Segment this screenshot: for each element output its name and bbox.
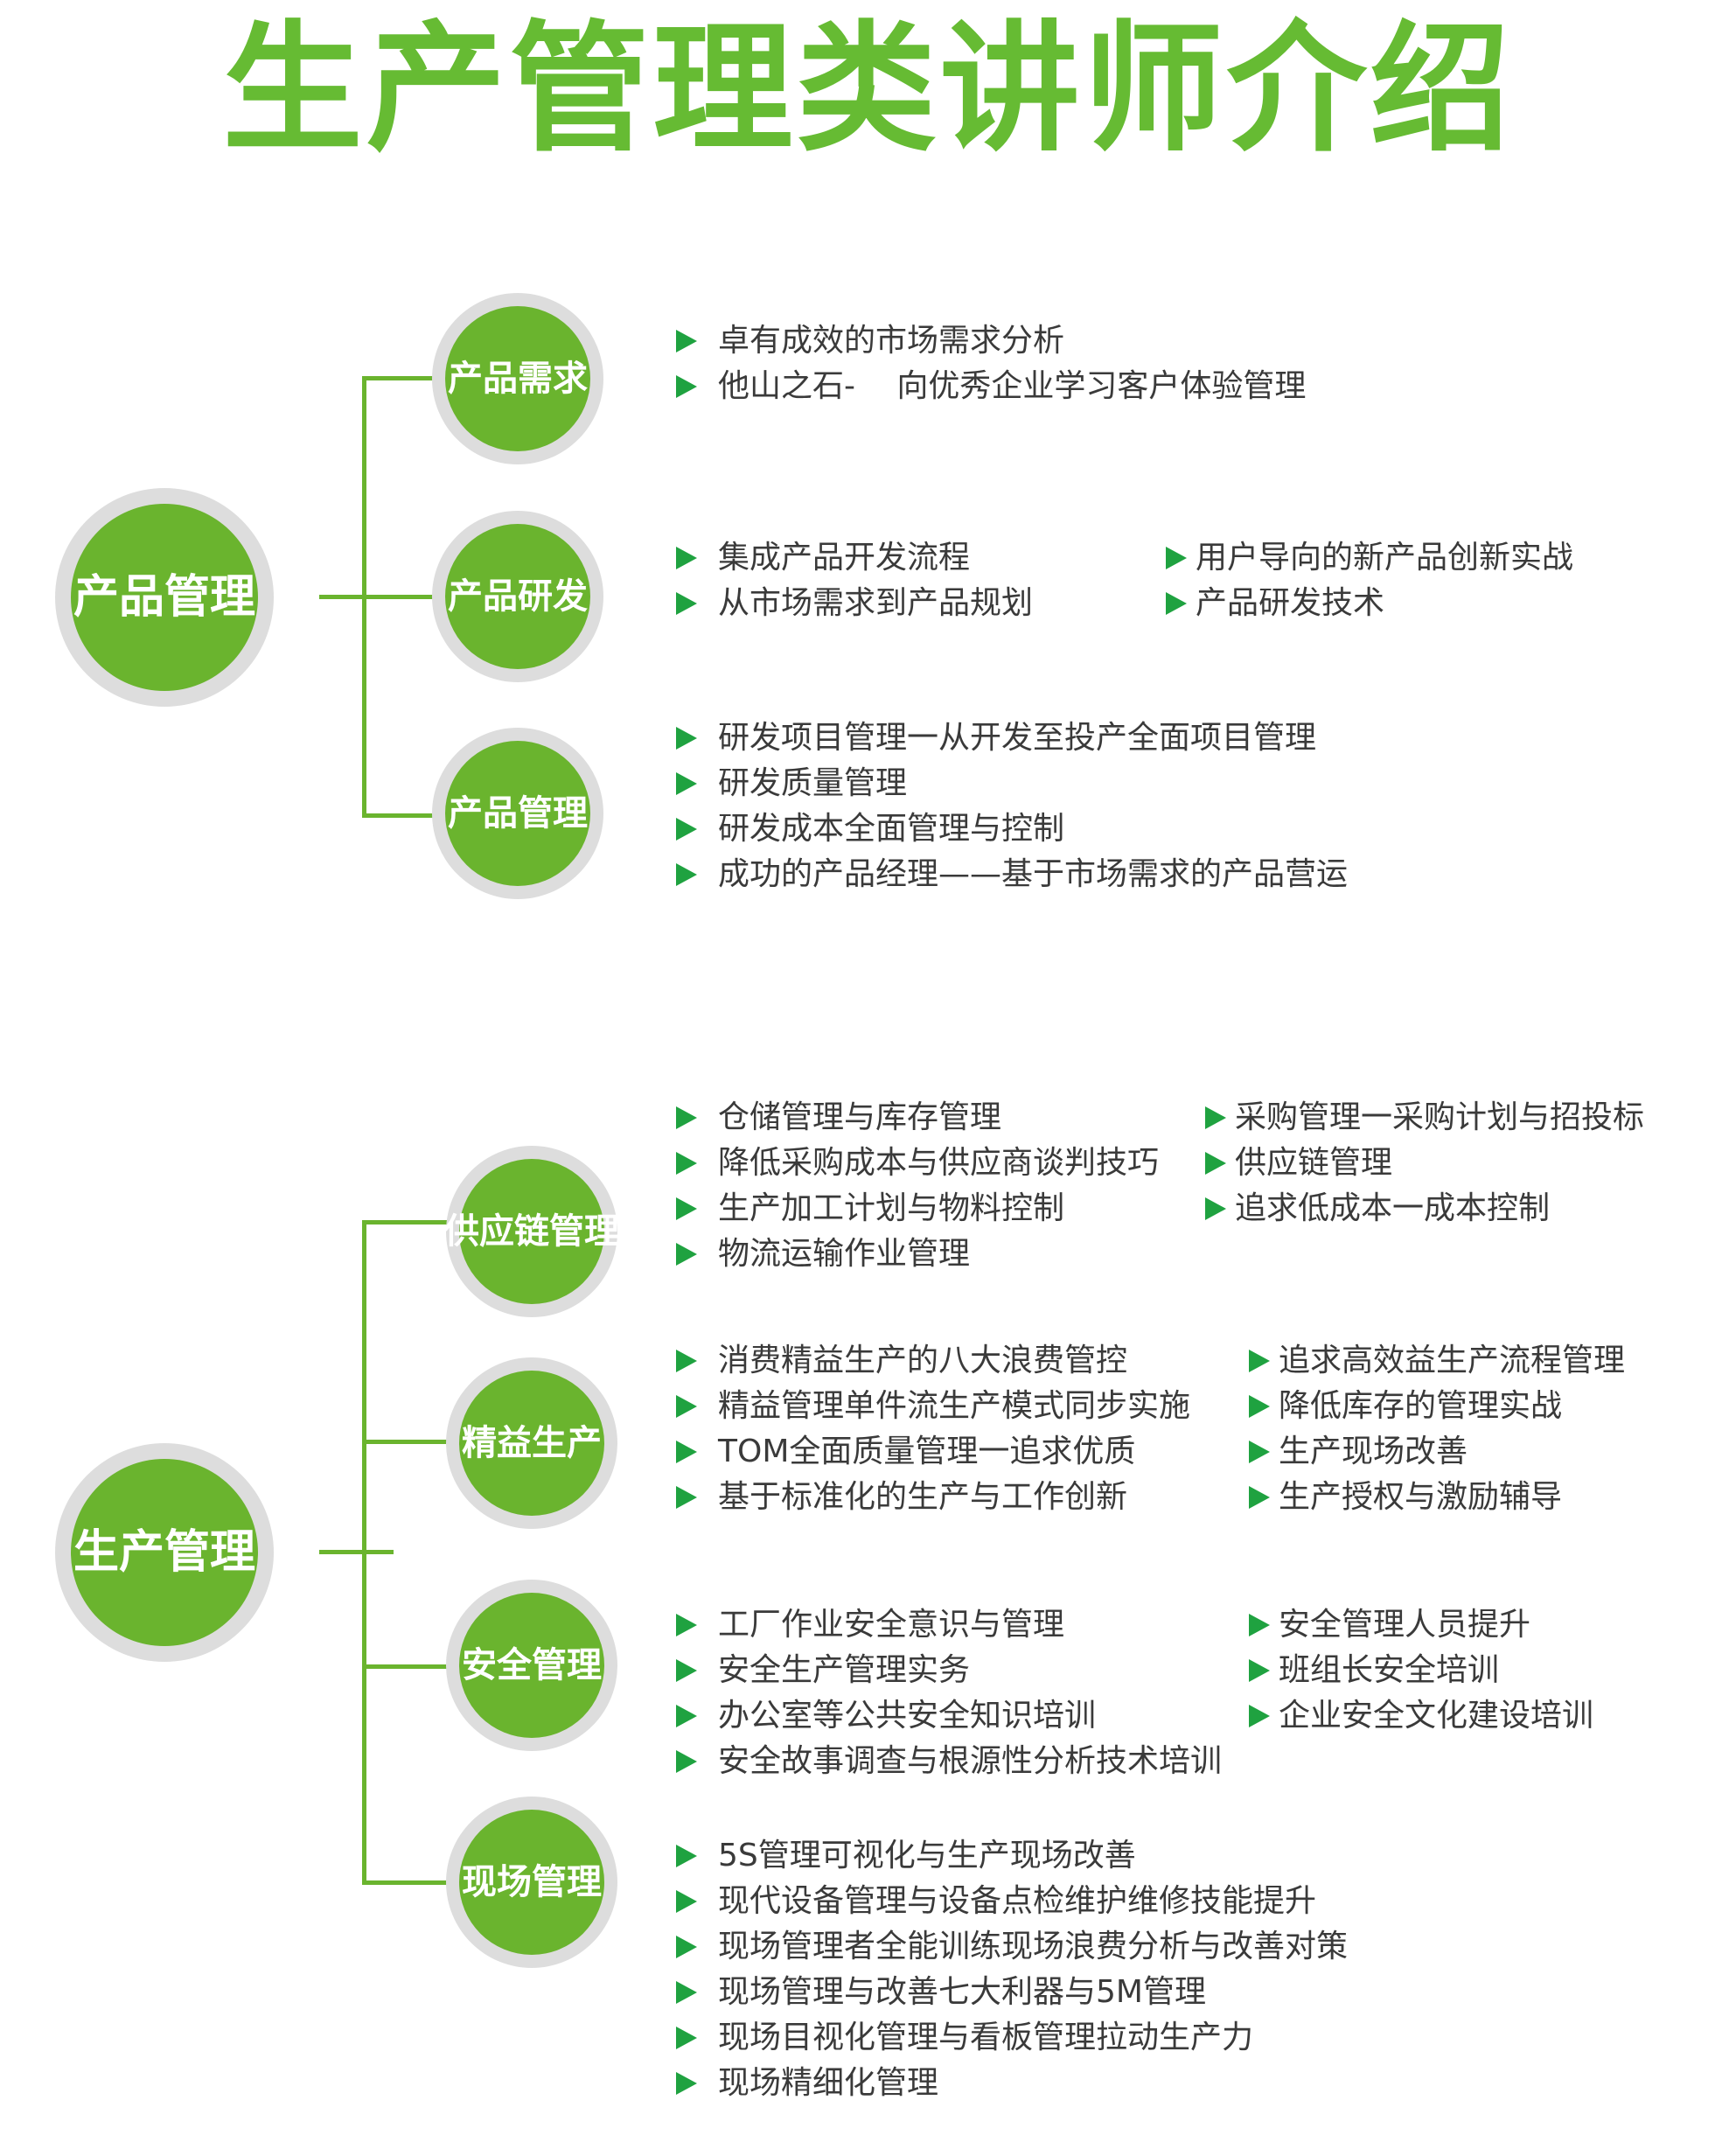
arrow-icon [676, 1705, 697, 1727]
list-item: 集成产品开发流程 [676, 535, 970, 581]
sub-node-product-demand: 产品需求 [432, 293, 603, 464]
arrow-icon [676, 772, 697, 795]
arrow-icon [676, 547, 697, 569]
list-item: 成功的产品经理——基于市场需求的产品营运 [676, 852, 1348, 897]
connector-line [362, 1220, 366, 1885]
list-item: 基于标准化的生产与工作创新 [676, 1475, 1127, 1520]
arrow-icon [1205, 1152, 1226, 1175]
connector-line [362, 1220, 450, 1224]
list-item: 仓储管理与库存管理 [676, 1095, 1001, 1141]
list-item: 降低采购成本与供应商谈判技巧 [676, 1141, 1159, 1186]
arrow-icon [676, 1441, 697, 1463]
connector-line [362, 595, 450, 599]
list-item: 现场目视化管理与看板管理拉动生产力 [676, 2015, 1253, 2061]
connector-line [362, 813, 450, 818]
list-item: 现场管理与改善七大利器与5M管理 [676, 1970, 1206, 2015]
arrow-icon [676, 818, 697, 841]
arrow-icon [676, 1845, 697, 1867]
arrow-icon [676, 375, 697, 398]
arrow-icon [676, 1106, 697, 1129]
arrow-icon [676, 1486, 697, 1509]
list-item: 研发项目管理一从开发至投产全面项目管理 [676, 715, 1316, 761]
page-title: 生产管理类讲师介绍 [222, 7, 1514, 171]
list-item: 采购管理一采购计划与招投标 [1205, 1095, 1644, 1141]
arrow-icon [676, 1750, 697, 1773]
arrow-icon [1249, 1614, 1270, 1636]
arrow-icon [676, 1243, 697, 1266]
list-item: 产品研发技术 [1166, 581, 1384, 626]
sub-node-site-management: 现场管理 [446, 1797, 617, 1968]
arrow-icon [676, 1890, 697, 1913]
connector-line [362, 1880, 450, 1885]
list-item: 用户导向的新产品创新实战 [1166, 535, 1573, 581]
arrow-icon [1166, 592, 1187, 615]
list-item: 生产授权与激励辅导 [1249, 1475, 1562, 1520]
connector-line [362, 1664, 450, 1669]
arrow-icon [676, 1936, 697, 1958]
list-item: 安全故事调查与根源性分析技术培训 [676, 1739, 1222, 1784]
list-item: 现场精细化管理 [676, 2061, 938, 2106]
arrow-icon [676, 1395, 697, 1418]
connector-line [362, 376, 450, 380]
list-item: 安全管理人员提升 [1249, 1602, 1530, 1648]
list-item: 班组长安全培训 [1249, 1648, 1499, 1693]
list-item: 卓有成效的市场需求分析 [676, 318, 1064, 364]
main-node-product-management: 产品管理 [55, 488, 274, 707]
arrow-icon [676, 1350, 697, 1372]
sub-node-product-management: 产品管理 [432, 728, 603, 899]
sub-node-supply-chain: 供应链管理 [444, 1146, 619, 1317]
list-item: 降低库存的管理实战 [1249, 1384, 1562, 1429]
arrow-icon [676, 2027, 697, 2049]
connector-line [319, 1550, 394, 1554]
list-item: 现场管理者全能训练现场浪费分析与改善对策 [676, 1924, 1348, 1970]
main-node-production-management: 生产管理 [55, 1443, 274, 1662]
list-item: 追求高效益生产流程管理 [1249, 1338, 1625, 1384]
arrow-icon [676, 2072, 697, 2095]
arrow-icon [1249, 1659, 1270, 1682]
arrow-icon [676, 727, 697, 750]
list-item: 他山之石- 向优秀企业学习客户体验管理 [676, 364, 1306, 409]
arrow-icon [1249, 1441, 1270, 1463]
arrow-icon [676, 863, 697, 886]
list-item: 安全生产管理实务 [676, 1648, 970, 1693]
list-item: 供应链管理 [1205, 1141, 1392, 1186]
list-item: TOM全面质量管理一追求优质 [676, 1429, 1135, 1475]
sub-node-lean-production: 精益生产 [446, 1357, 617, 1529]
list-item: 物流运输作业管理 [676, 1231, 970, 1277]
list-item: 从市场需求到产品规划 [676, 581, 1033, 626]
arrow-icon [676, 1981, 697, 2004]
arrow-icon [1249, 1395, 1270, 1418]
sub-node-product-rd: 产品研发 [432, 511, 603, 682]
list-item: 5S管理可视化与生产现场改善 [676, 1833, 1136, 1879]
arrow-icon [1249, 1486, 1270, 1509]
arrow-icon [676, 1659, 697, 1682]
sub-node-safety-management: 安全管理 [446, 1580, 617, 1751]
list-item: 研发质量管理 [676, 761, 907, 806]
arrow-icon [676, 1197, 697, 1220]
arrow-icon [1166, 547, 1187, 569]
list-item: 工厂作业安全意识与管理 [676, 1602, 1064, 1648]
list-item: 办公室等公共安全知识培训 [676, 1693, 1096, 1739]
arrow-icon [676, 592, 697, 615]
arrow-icon [1205, 1106, 1226, 1129]
list-item: 生产现场改善 [1249, 1429, 1468, 1475]
list-item: 生产加工计划与物料控制 [676, 1186, 1064, 1231]
arrow-icon [1249, 1705, 1270, 1727]
list-item: 消费精益生产的八大浪费管控 [676, 1338, 1127, 1384]
arrow-icon [676, 1152, 697, 1175]
list-item: 研发成本全面管理与控制 [676, 806, 1064, 852]
arrow-icon [676, 330, 697, 352]
connector-line [362, 1440, 450, 1444]
list-item: 追求低成本一成本控制 [1205, 1186, 1550, 1231]
list-item: 精益管理单件流生产模式同步实施 [676, 1384, 1190, 1429]
arrow-icon [1205, 1197, 1226, 1220]
list-item: 企业安全文化建设培训 [1249, 1693, 1593, 1739]
list-item: 现代设备管理与设备点检维护维修技能提升 [676, 1879, 1316, 1924]
arrow-icon [676, 1614, 697, 1636]
arrow-icon [1249, 1350, 1270, 1372]
